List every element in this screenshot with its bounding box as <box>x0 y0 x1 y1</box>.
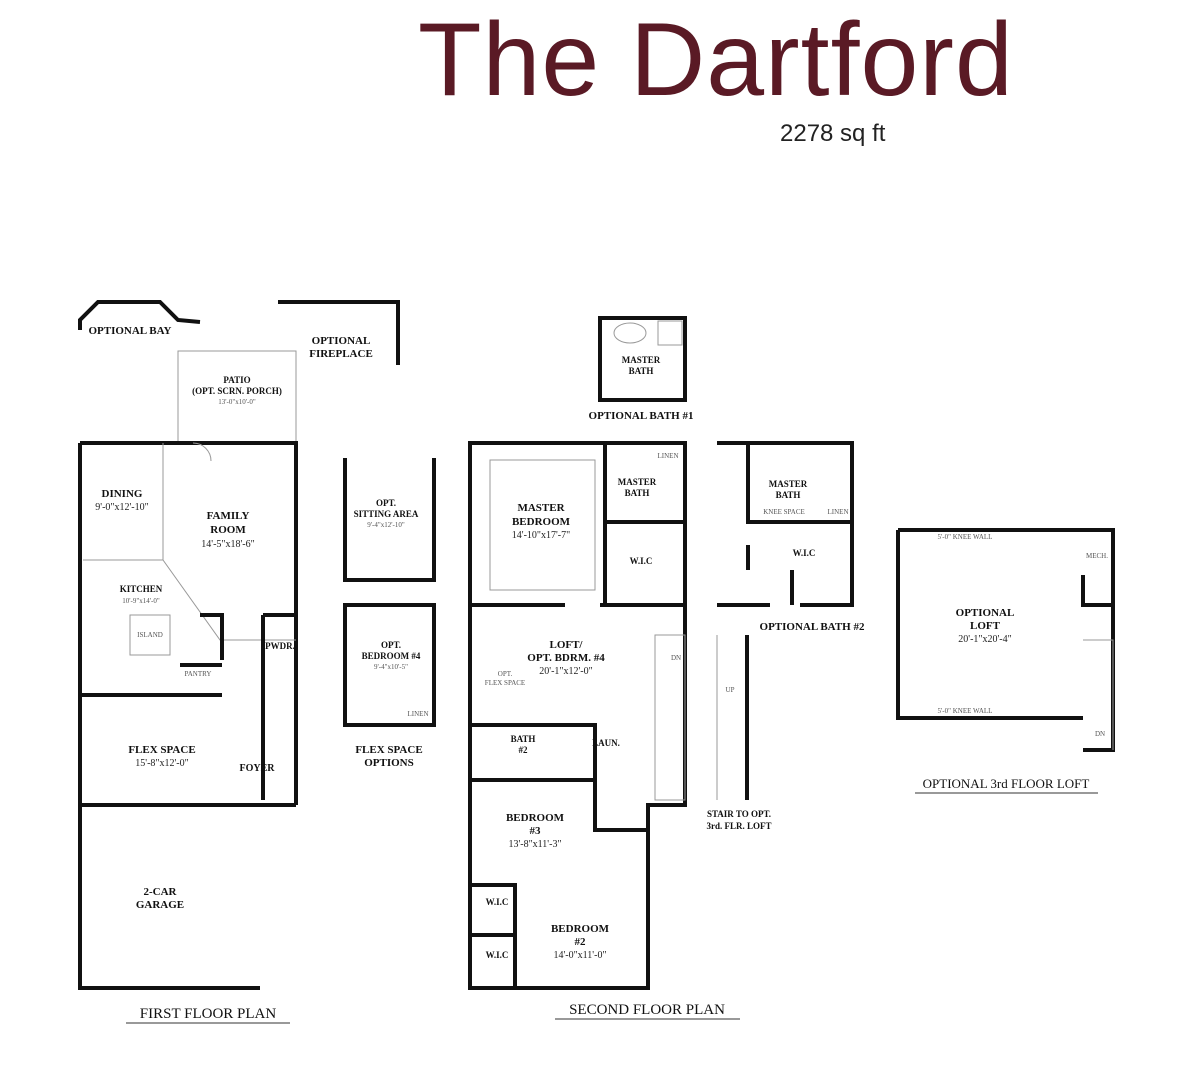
family-label-1: FAMILY <box>207 510 250 522</box>
loft-label-1: LOFT/ <box>549 639 583 651</box>
family-dim: 14'-5"x18'-6" <box>201 539 254 550</box>
dn-label: DN <box>671 654 681 662</box>
opt-bath2-label-2: BATH <box>776 490 801 500</box>
loft-label-2: OPT. BDRM. #4 <box>527 652 605 664</box>
knee-wall-bottom: 5'-0" KNEE WALL <box>938 707 993 715</box>
pantry-label: PANTRY <box>185 670 212 678</box>
opt-bath1-label-2: BATH <box>629 366 654 376</box>
dining-dim: 9'-0"x12'-10" <box>95 502 148 513</box>
flex-label: FLEX SPACE <box>128 744 195 756</box>
garage-label-1: 2-CAR <box>144 886 178 898</box>
flex-options-caption-1: FLEX SPACE <box>355 744 422 756</box>
bed3-label-2: #3 <box>530 825 542 837</box>
island-label: ISLAND <box>137 631 163 639</box>
third-loft-label-1: OPTIONAL <box>956 607 1015 619</box>
garage-label-2: GARAGE <box>136 899 184 911</box>
dining-label: DINING <box>102 488 143 500</box>
square-footage: 2278 sq ft <box>780 120 886 147</box>
laundry-label: LAUN. <box>592 738 620 748</box>
patio-sub: (OPT. SCRN. PORCH) <box>192 386 282 396</box>
bed3-label-1: BEDROOM <box>506 812 565 824</box>
mech-label: MECH. <box>1086 552 1108 560</box>
plan-title: The Dartford <box>418 2 1014 118</box>
bath2-label-2: #2 <box>519 745 529 755</box>
sitting-label-1: OPT. <box>376 498 396 508</box>
patio-dim: 13'-0"x10'-0" <box>218 398 256 406</box>
stair-caption-2: 3rd. FLR. LOFT <box>706 821 771 831</box>
powder-label: PWDR. <box>265 641 295 651</box>
bed3-dim: 13'-8"x11'-3" <box>508 839 561 850</box>
master-bed-dim: 14'-10"x17'-7" <box>512 530 570 541</box>
master-bath-label-2: BATH <box>625 488 650 498</box>
optional-fireplace-1: OPTIONAL <box>312 335 371 347</box>
third-floor-caption: OPTIONAL 3rd FLOOR LOFT <box>923 776 1090 791</box>
bed2-dim: 14'-0"x11'-0" <box>553 950 606 961</box>
knee-space-label: KNEE SPACE <box>763 508 805 516</box>
optional-bay-label: OPTIONAL BAY <box>88 325 171 337</box>
bath2-label-1: BATH <box>511 734 536 744</box>
linen-label: LINEN <box>408 710 429 718</box>
third-floor-loft: 5'-0" KNEE WALL 5'-0" KNEE WALL MECH. DN… <box>896 528 1115 794</box>
opt-flex-label-1: OPT. <box>498 670 513 678</box>
opt-bath2-wic: W.I.C <box>793 548 816 558</box>
second-floor-plan: MASTER BEDROOM 14'-10"x17'-7" MASTER BAT… <box>468 441 740 1020</box>
second-floor-caption: SECOND FLOOR PLAN <box>569 1002 725 1018</box>
first-floor-plan: DINING 9'-0"x12'-10" FAMILY ROOM 14'-5"x… <box>78 300 400 1024</box>
flex-options-caption-2: OPTIONS <box>364 757 414 769</box>
third-loft-dim: 20'-1"x20'-4" <box>958 634 1011 645</box>
first-floor-caption: FIRST FLOOR PLAN <box>140 1006 277 1022</box>
optional-fireplace-2: FIREPLACE <box>309 348 373 360</box>
bed2-label-2: #2 <box>575 936 587 948</box>
master-bed-label-1: MASTER <box>517 502 565 514</box>
wic3-label: W.I.C <box>486 950 509 960</box>
opt-bed-label-2: BEDROOM #4 <box>362 651 421 661</box>
opt-bath2-caption: OPTIONAL BATH #2 <box>760 621 865 633</box>
wic2-label: W.I.C <box>486 897 509 907</box>
stair-caption-1: STAIR TO OPT. <box>707 809 771 819</box>
kitchen-dim: 10'-9"x14'-0" <box>122 597 160 605</box>
third-dn-label: DN <box>1095 730 1105 738</box>
master-bed-label-2: BEDROOM <box>512 516 571 528</box>
bed2-label-1: BEDROOM <box>551 923 610 935</box>
opt-bath2-linen: LINEN <box>828 508 849 516</box>
sitting-dim: 9'-4"x12'-10" <box>367 521 405 529</box>
opt-flex-label-2: FLEX SPACE <box>485 679 525 687</box>
flex-space-options: OPT. SITTING AREA 9'-4"x12'-10" OPT. BED… <box>343 458 436 769</box>
linen-label: LINEN <box>658 452 679 460</box>
foyer-label: FOYER <box>240 763 276 774</box>
patio-label: PATIO <box>223 375 250 385</box>
kitchen-label: KITCHEN <box>120 584 163 594</box>
family-label-2: ROOM <box>210 524 246 536</box>
third-loft-label-2: LOFT <box>970 620 1001 632</box>
stair-up-label: UP <box>726 686 735 694</box>
flex-dim: 15'-8"x12'-0" <box>135 758 188 769</box>
opt-bed-label-1: OPT. <box>381 640 401 650</box>
opt-bath2-label-1: MASTER <box>769 479 808 489</box>
optional-bath-1: MASTER BATH OPTIONAL BATH #1 <box>589 316 694 422</box>
opt-bath1-caption: OPTIONAL BATH #1 <box>589 410 694 422</box>
master-bath-label-1: MASTER <box>618 477 657 487</box>
opt-bath1-label-1: MASTER <box>622 355 661 365</box>
sitting-label-2: SITTING AREA <box>354 509 419 519</box>
wic-label: W.I.C <box>630 556 653 566</box>
optional-bath-2: MASTER BATH KNEE SPACE LINEN W.I.C OPTIO… <box>706 441 865 831</box>
loft-dim: 20'-1"x12'-0" <box>539 666 592 677</box>
knee-wall-top: 5'-0" KNEE WALL <box>938 533 993 541</box>
opt-bed-dim: 9'-4"x10'-5" <box>374 663 408 671</box>
